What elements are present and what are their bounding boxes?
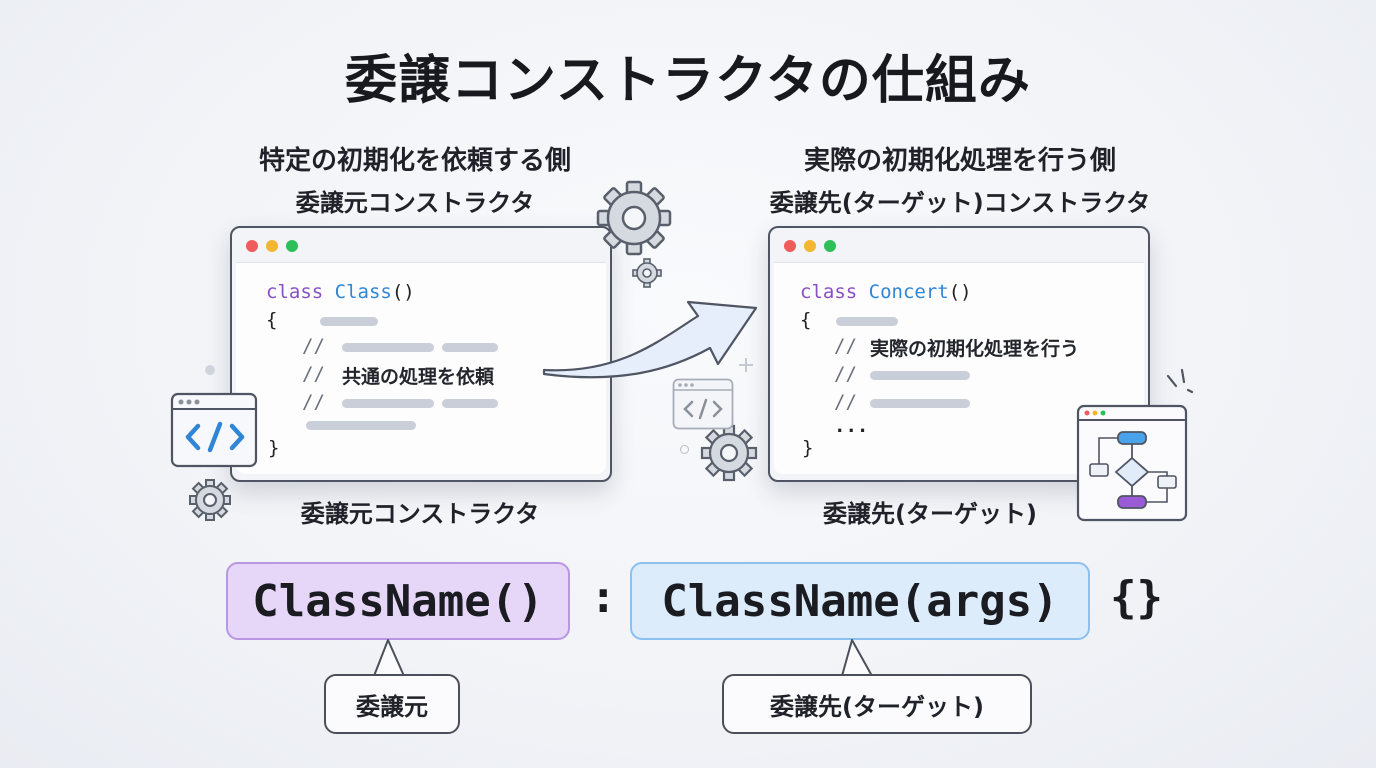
- constructor-body-braces: {}: [1110, 572, 1163, 623]
- gear-icon: [189, 479, 231, 521]
- code-comment-marker: //: [834, 335, 857, 357]
- target-signature-text: ClassName(args): [661, 575, 1059, 627]
- delegator-bottom-caption: 委譲元コンストラクタ: [300, 500, 540, 528]
- gear-icon: [596, 180, 672, 256]
- window-minimize-dot: [804, 240, 816, 252]
- window-maximize-dot: [286, 240, 298, 252]
- code-placeholder-line: [870, 371, 970, 380]
- window-maximize-dot: [824, 240, 836, 252]
- code-parens: (): [391, 281, 415, 303]
- code-placeholder-line: [836, 317, 898, 326]
- window-titlebar: [770, 228, 1148, 262]
- code-keyword: class: [266, 281, 324, 303]
- code-placeholder-line: [442, 399, 498, 408]
- code-placeholder-line: [342, 399, 434, 408]
- arrow-icon: [542, 300, 758, 379]
- code-placeholder-line: [320, 317, 378, 326]
- decor-dot: [680, 445, 689, 454]
- delegator-code-window: class Class() { // // 共通の処理を依頼 // }: [230, 226, 612, 482]
- window-minimize-dot: [266, 240, 278, 252]
- code-keyword: class: [800, 281, 858, 303]
- code-placeholder-line: [306, 421, 416, 430]
- code-class-name: Concert: [868, 281, 949, 303]
- plus-icon: [739, 358, 753, 372]
- callout-pointer: [373, 639, 405, 677]
- code-open-brace: {: [800, 309, 812, 331]
- code-open-brace: {: [266, 309, 278, 331]
- code-placeholder-line: [870, 399, 970, 408]
- code-comment-marker: //: [302, 363, 325, 385]
- callout-pointer: [841, 639, 873, 677]
- target-label: 委譲先(ターゲット): [722, 674, 1032, 734]
- code-comment-text: 共通の処理を依頼: [342, 366, 495, 388]
- code-close-brace: }: [268, 437, 280, 459]
- flowchart-window-icon: [1076, 368, 1194, 522]
- class-declaration: class Class(): [266, 281, 415, 303]
- code-comment-marker: //: [302, 391, 325, 413]
- target-name-caption: 委譲先(ターゲット)コンストラクタ: [769, 189, 1151, 217]
- window-titlebar: [232, 228, 610, 262]
- gear-icon: [632, 258, 662, 288]
- window-close-dot: [784, 240, 796, 252]
- delegator-name-caption: 委譲元コンストラクタ: [295, 189, 535, 217]
- code-comment-marker: //: [302, 335, 325, 357]
- code-comment-marker: //: [834, 363, 857, 385]
- code-placeholder-line: [442, 343, 498, 352]
- gear-icon: [700, 424, 758, 482]
- target-bottom-caption: 委譲先(ターゲット): [823, 500, 1037, 528]
- code-parens: (): [948, 281, 972, 303]
- delegator-label: 委譲元: [324, 674, 460, 734]
- code-placeholder-line: [342, 343, 434, 352]
- delegator-signature-text: ClassName(): [252, 575, 544, 627]
- delegator-role-caption: 特定の初期化を依頼する側: [258, 146, 571, 176]
- page-title: 委譲コンストラクタの仕組み: [345, 51, 1031, 111]
- code-window-icon: [170, 392, 258, 468]
- decor-dot: [205, 365, 215, 375]
- delegator-signature-box: ClassName(): [226, 562, 570, 640]
- code-ellipsis: ...: [834, 415, 869, 437]
- target-role-caption: 実際の初期化処理を行う側: [803, 146, 1116, 176]
- code-window-icon: [672, 378, 734, 430]
- code-comment-text: 実際の初期化処理を行う: [870, 338, 1080, 360]
- target-signature-box: ClassName(args): [630, 562, 1090, 640]
- class-declaration: class Concert(): [800, 281, 972, 303]
- window-close-dot: [246, 240, 258, 252]
- code-class-name: Class: [334, 281, 392, 303]
- initializer-colon: :: [590, 572, 617, 623]
- code-close-brace: }: [802, 437, 814, 459]
- code-comment-marker: //: [834, 391, 857, 413]
- code-area: class Class() { // // 共通の処理を依頼 // }: [236, 262, 606, 474]
